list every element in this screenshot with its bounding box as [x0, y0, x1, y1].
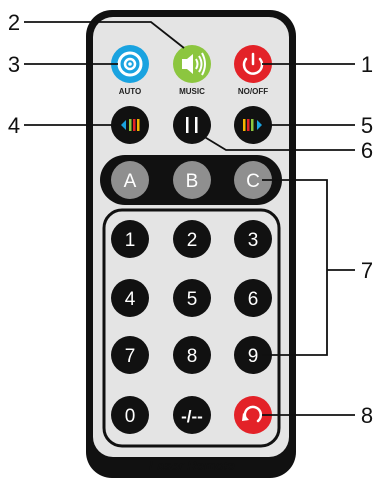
svg-text:1: 1 — [125, 230, 136, 251]
svg-text:7: 7 — [125, 346, 136, 367]
svg-text:6: 6 — [248, 289, 259, 310]
power-icon — [242, 52, 264, 75]
loop-button[interactable] — [234, 396, 272, 434]
color-forward-button[interactable] — [234, 106, 272, 144]
c-button[interactable]: C — [234, 161, 272, 199]
color-back-icon — [121, 119, 140, 131]
music-button[interactable] — [173, 45, 211, 83]
music-label: MUSIC — [179, 87, 205, 96]
callout-line-6 — [197, 132, 355, 151]
callout-line-2 — [24, 21, 185, 49]
key-6[interactable]: 6 — [234, 279, 272, 317]
svg-text:A: A — [124, 171, 137, 192]
brand-label: Laser Remote — [149, 458, 235, 473]
power-button[interactable] — [234, 45, 272, 83]
svg-text:0: 0 — [125, 406, 136, 427]
power-label: NO/OFF — [238, 87, 268, 96]
callout-3: 3 — [8, 52, 20, 77]
key-3[interactable]: 3 — [234, 220, 272, 258]
key-7[interactable]: 7 — [111, 336, 149, 374]
callout-4: 4 — [8, 113, 20, 138]
key-1[interactable]: 1 — [111, 220, 149, 258]
svg-text:5: 5 — [187, 289, 198, 310]
color-back-button[interactable] — [111, 106, 149, 144]
loop-icon — [242, 405, 263, 423]
auto-icon — [117, 51, 143, 77]
b-button[interactable]: B — [173, 161, 211, 199]
svg-text:C: C — [246, 171, 260, 192]
auto-label: AUTO — [119, 87, 142, 96]
svg-text:9: 9 — [248, 346, 259, 367]
key-9[interactable]: 9 — [234, 336, 272, 374]
a-button[interactable]: A — [111, 161, 149, 199]
auto-button[interactable] — [111, 45, 149, 83]
callout-5: 5 — [361, 113, 373, 138]
callout-1: 1 — [361, 52, 373, 77]
svg-text:3: 3 — [248, 230, 259, 251]
callout-lines — [24, 21, 355, 416]
svg-text:4: 4 — [125, 289, 136, 310]
svg-text:2: 2 — [187, 230, 198, 251]
key-0[interactable]: 0 — [111, 396, 149, 434]
callout-8: 8 — [361, 403, 373, 428]
svg-text:B: B — [186, 171, 199, 192]
callout-2: 2 — [8, 10, 20, 35]
svg-text:-/--: -/-- — [181, 407, 203, 426]
svg-text:8: 8 — [187, 346, 198, 367]
callout-6: 6 — [361, 138, 373, 163]
speaker-icon — [182, 52, 206, 76]
key-5[interactable]: 5 — [173, 279, 211, 317]
pause-icon — [186, 117, 198, 133]
number-pad-group — [102, 208, 281, 448]
callout-7: 7 — [361, 258, 373, 283]
key-4[interactable]: 4 — [111, 279, 149, 317]
callout-line-7-bracket — [262, 179, 328, 356]
key-2[interactable]: 2 — [173, 220, 211, 258]
key-digit-toggle[interactable]: -/-- — [173, 396, 211, 434]
color-forward-icon — [243, 119, 262, 131]
key-8[interactable]: 8 — [173, 336, 211, 374]
